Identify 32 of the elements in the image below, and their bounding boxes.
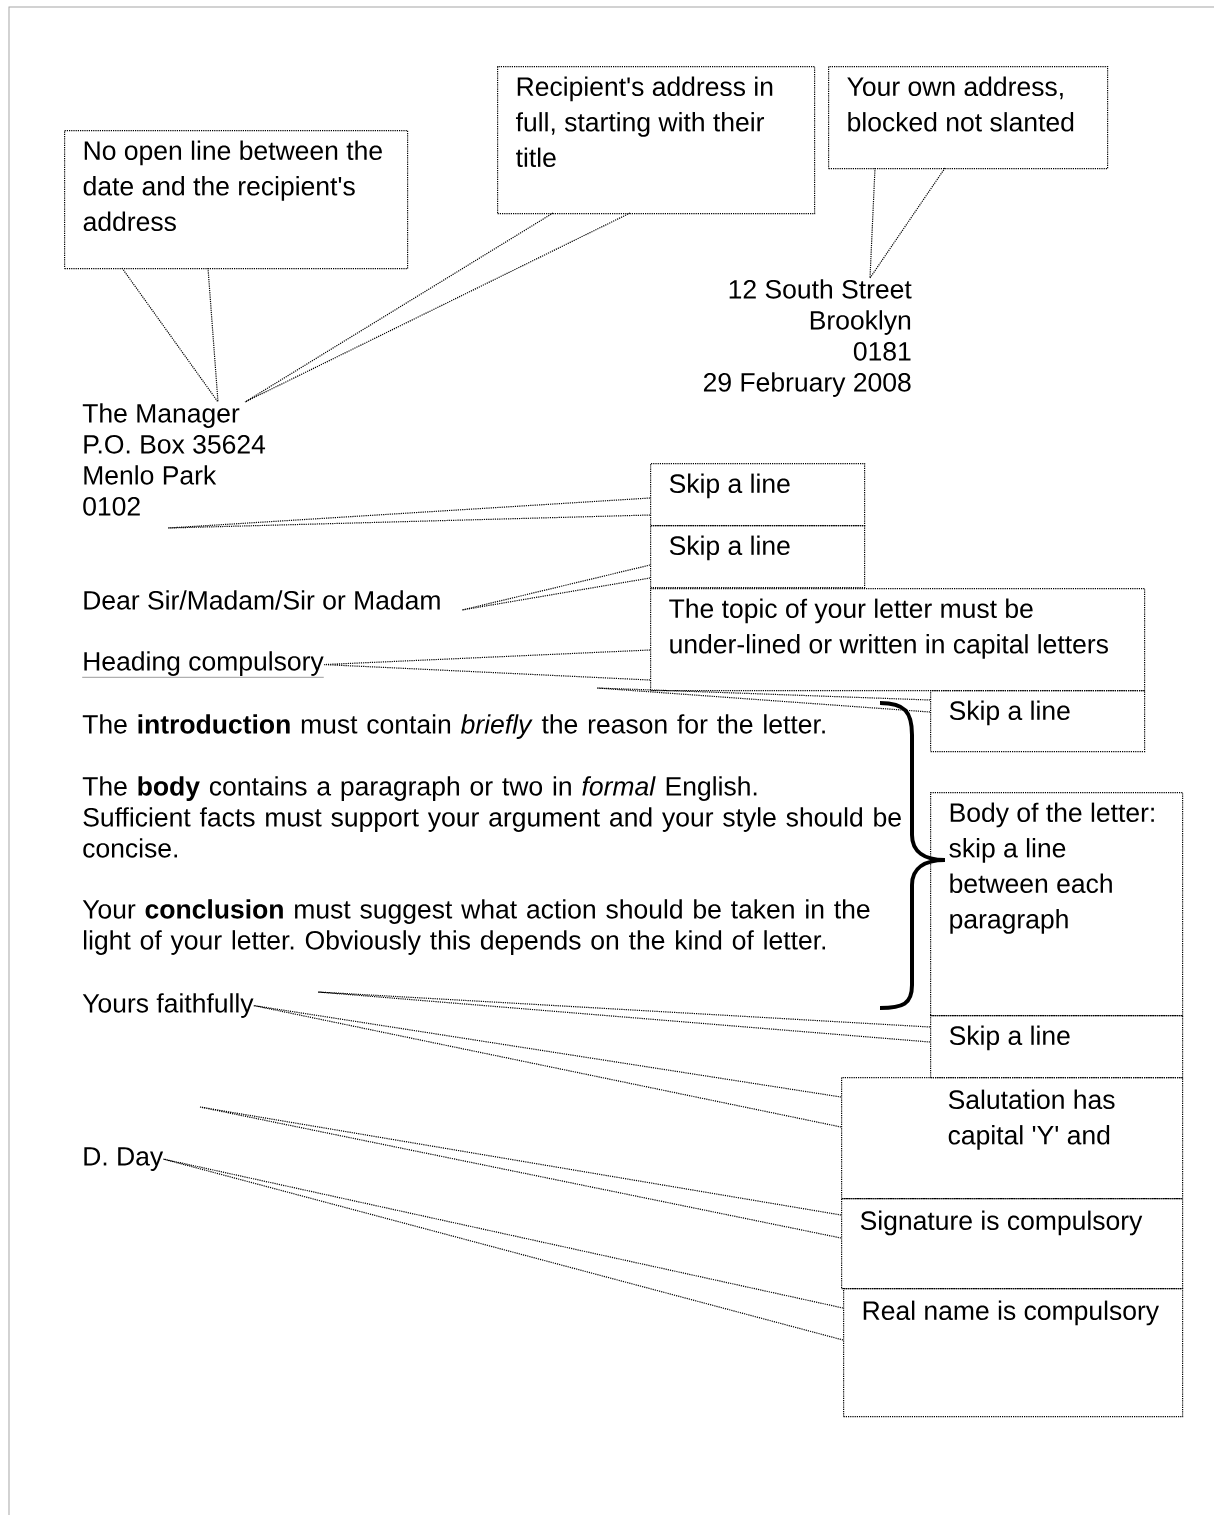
name-text: D. Day — [84, 1147, 164, 1171]
leader-line — [162, 1158, 844, 1341]
paragraph-text: Your conclusion must suggest what action should be taken in the light of your letter. Obviously this depends on the kind of letter. — [82, 899, 870, 955]
leader-line — [461, 564, 651, 611]
leader-line — [317, 991, 931, 1043]
closing-text: Yours faithfully — [82, 993, 254, 1018]
leader-line — [596, 687, 931, 713]
callout-box: The topic of your letter must be under-lined or written in capital letters — [650, 588, 1146, 692]
callout-box: Body of the letter: skip a line between each paragraph — [930, 792, 1184, 1017]
paragraph-text: The body contains a paragraph or two in formal English. Sufficient facts must support your argument and your style should be concise. — [82, 776, 901, 858]
callout-box: Signature is compulsory — [841, 1198, 1184, 1290]
callout-box: Real name is compulsory — [843, 1288, 1184, 1418]
leader-line — [199, 1106, 842, 1239]
leader-line — [121, 267, 219, 403]
leader-line — [869, 167, 946, 279]
callout-box: Skip a line — [650, 525, 866, 589]
recipient-address: The Manager P.O. Box 35624 Menlo Park 0102 — [82, 403, 266, 516]
leader-line — [167, 497, 651, 529]
callout-box: Your own address, blocked not slanted — [828, 66, 1109, 170]
callout-box: Salutation has capital 'Y' and — [841, 1077, 1184, 1200]
sender-address: 12 South Street Brooklyn 0181 29 February 2008 — [703, 279, 912, 397]
callout-box: No open line between the date and the recipient's address — [64, 130, 409, 270]
callout-box: Skip a line — [930, 690, 1146, 753]
leader-line — [253, 1004, 842, 1128]
heading-text: Heading compulsory — [82, 651, 324, 678]
paragraph-text: The introduction must contain briefly the reason for the letter. — [82, 714, 825, 739]
callout-box: Skip a line — [650, 463, 866, 527]
callout-box: Skip a line — [930, 1015, 1184, 1079]
salutation-text: Dear Sir/Madam/Sir or Madam — [84, 590, 440, 610]
leader-line — [244, 212, 631, 403]
callout-box: Recipient's address in full, starting with their title — [497, 66, 816, 215]
leader-line — [323, 649, 651, 681]
